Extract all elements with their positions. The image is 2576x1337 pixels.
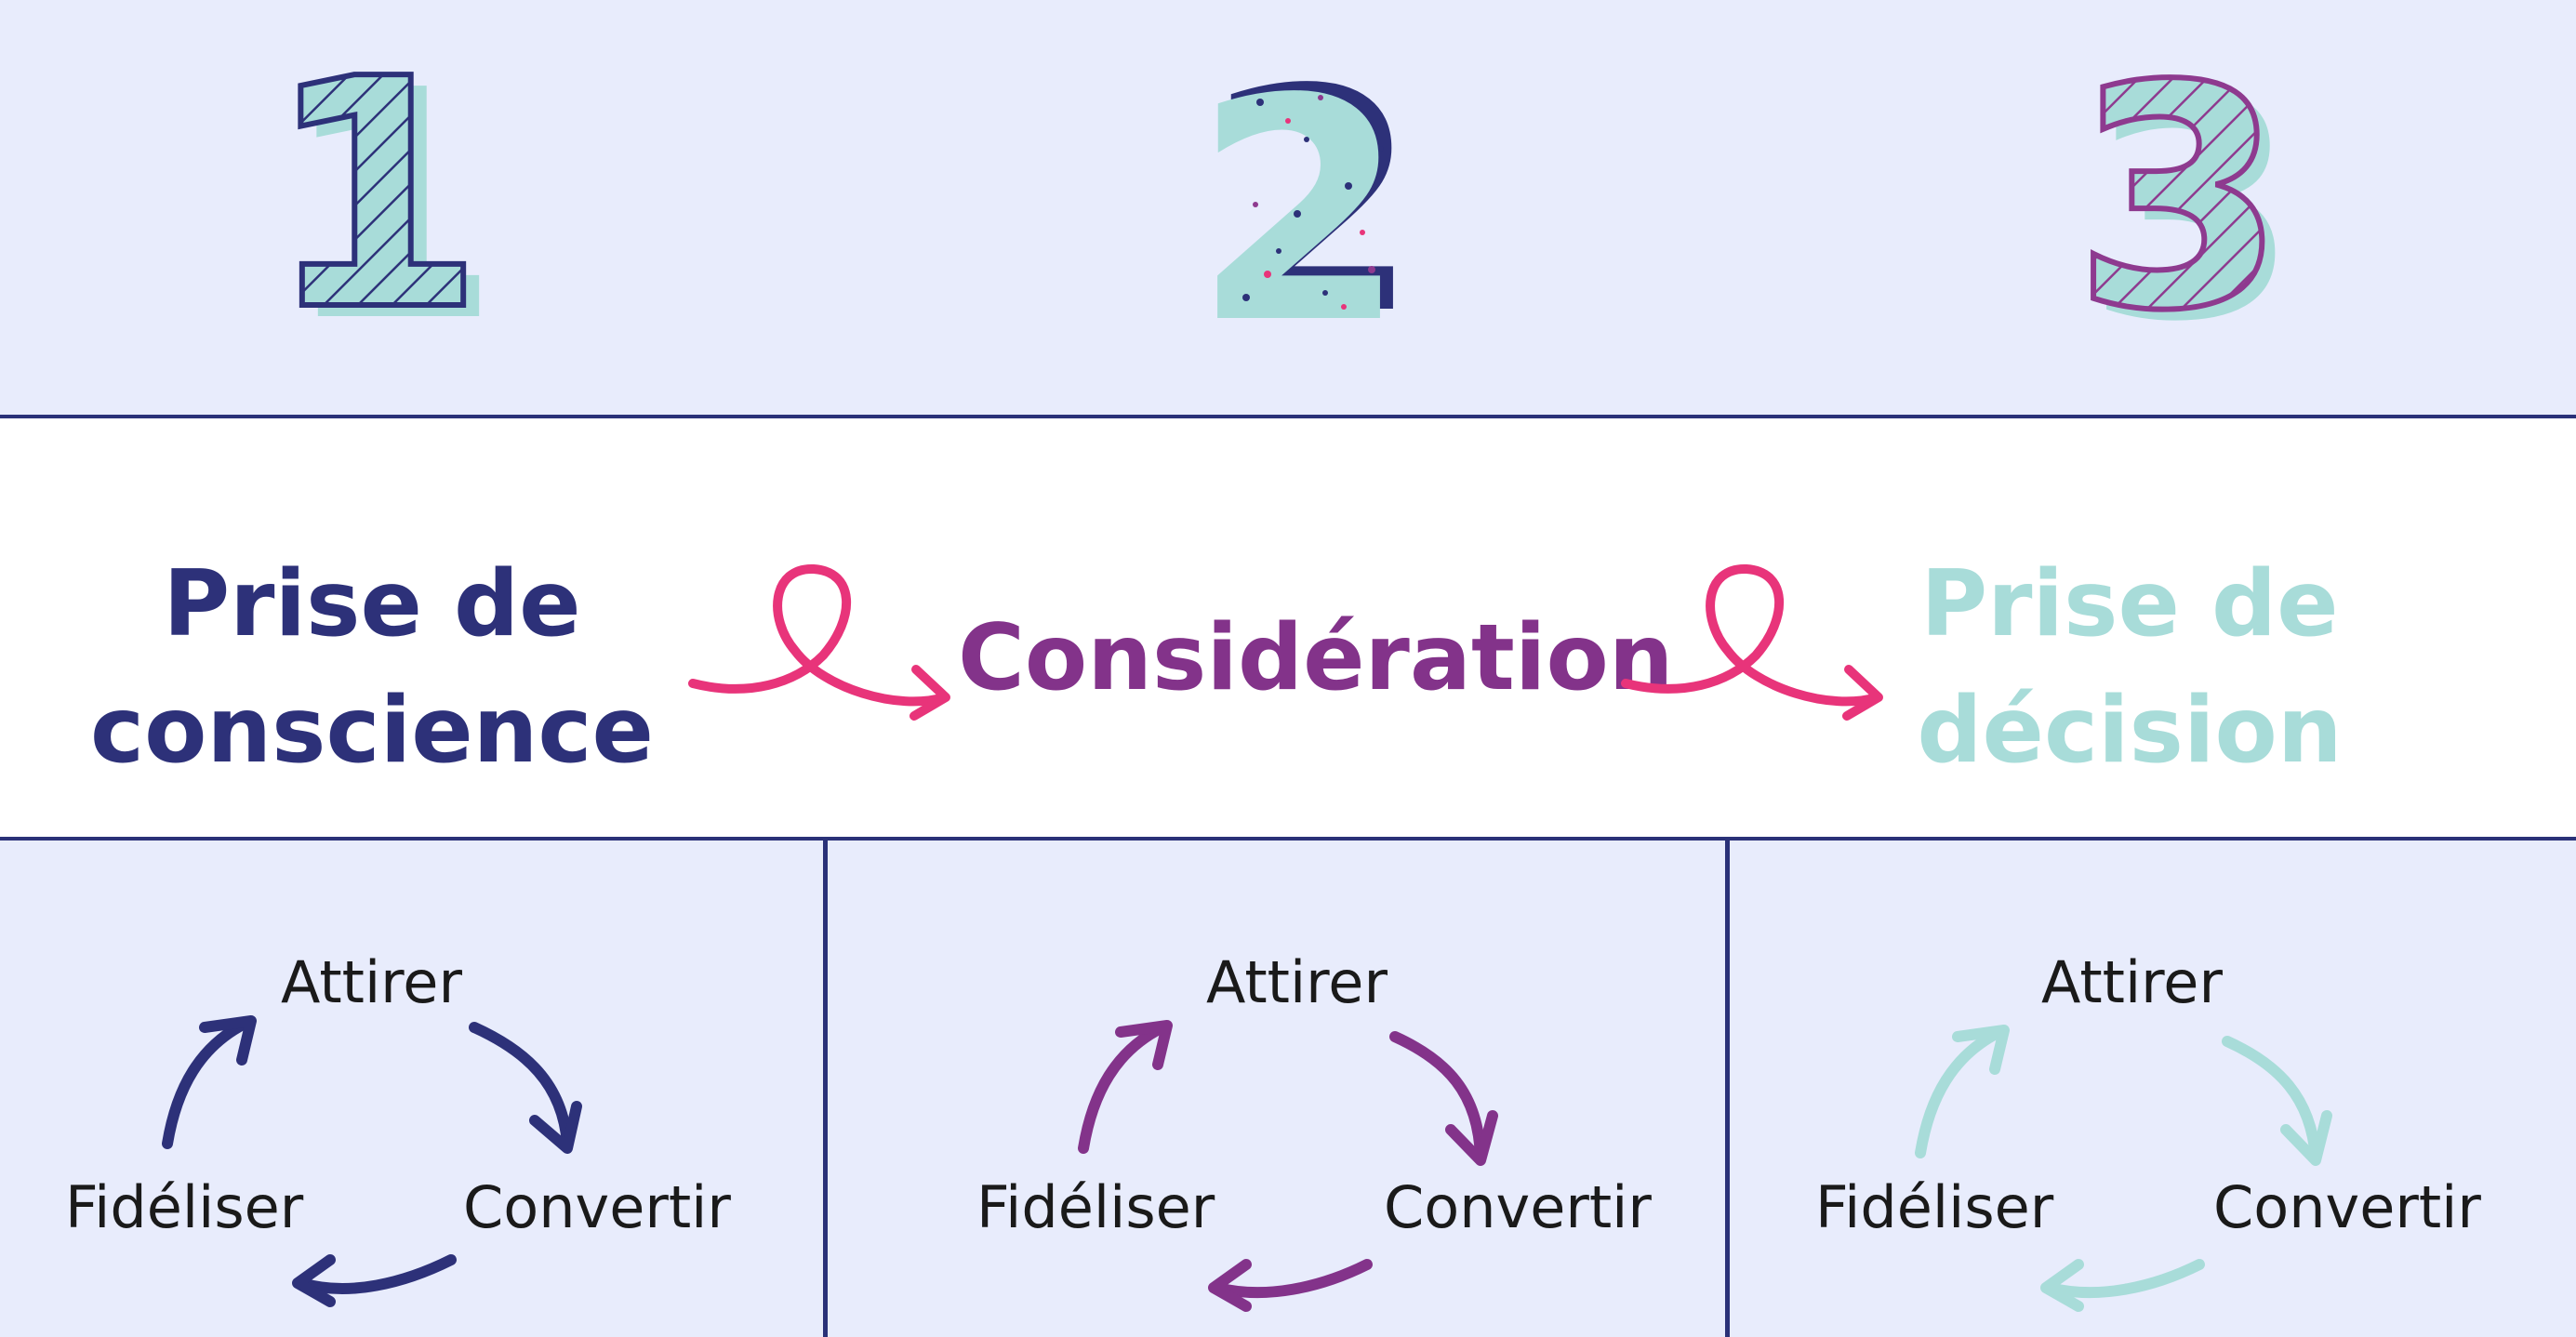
cycle-2: Attirer Convertir Fidéliser [967, 930, 1693, 1320]
svg-text:1: 1 [281, 23, 501, 391]
divider-bottom [0, 837, 2576, 841]
cycle-1: Attirer Convertir Fidéliser [51, 930, 777, 1320]
step-number-1: 1 1 [262, 9, 501, 391]
stage-awareness-line2: conscience [90, 678, 654, 784]
cycle-arrows-3 [1915, 1025, 2332, 1312]
divider-top [0, 415, 2576, 419]
cycle-arrows-1 [162, 1015, 582, 1307]
cycle-2-attract: Attirer [1206, 948, 1388, 1016]
stage-decision: Prise de décision [1860, 541, 2399, 794]
loop-arrow-1 [688, 563, 950, 721]
stage-awareness-line1: Prise de [163, 551, 581, 657]
cycle-1-attract: Attirer [281, 948, 462, 1016]
svg-text:3: 3 [2073, 20, 2287, 377]
cycle-2-retain: Fidéliser [976, 1173, 1215, 1241]
stage-awareness: Prise de conscience [56, 541, 688, 794]
svg-text:2: 2 [1206, 24, 1420, 381]
svg-text:3: 3 [2086, 32, 2300, 389]
cycle-2-convert: Convertir [1384, 1173, 1652, 1241]
column-divider-1 [823, 841, 828, 1337]
cycle-1-convert: Convertir [463, 1173, 731, 1241]
column-divider-2 [1725, 841, 1730, 1337]
cycle-3-retain: Fidéliser [1815, 1173, 2054, 1241]
cycle-1-retain: Fidéliser [65, 1173, 304, 1241]
step-number-2: 2 2 [1193, 24, 1420, 391]
step-number-3: 3 3 [2070, 18, 2300, 389]
cycle-3-attract: Attirer [2041, 948, 2223, 1016]
loop-arrow-2 [1621, 563, 1883, 721]
cycles-band [0, 841, 2576, 1337]
svg-text:1: 1 [265, 12, 485, 380]
stages-band [0, 418, 2576, 837]
stage-consideration: Considération [958, 595, 1674, 721]
stage-decision-line1: Prise de [1920, 551, 2339, 657]
numbers-band [0, 0, 2576, 415]
stage-consideration-line1: Considération [958, 605, 1674, 711]
stage-decision-line2: décision [1917, 678, 2343, 784]
cycle-3: Attirer Convertir Fidéliser [1804, 930, 2530, 1320]
cycle-arrows-2 [1078, 1020, 1498, 1312]
cycle-3-convert: Convertir [2213, 1173, 2481, 1241]
